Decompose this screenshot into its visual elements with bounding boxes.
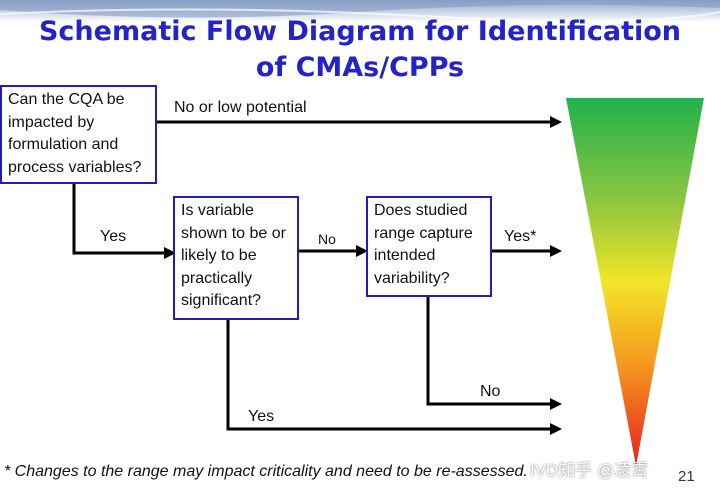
box-practical-significance-question: Is variable shown to be or likely to be … <box>173 196 299 320</box>
arrowhead <box>550 398 562 410</box>
arrowhead <box>550 116 562 128</box>
page-number: 21 <box>678 468 695 485</box>
header-wave-decoration <box>0 0 720 23</box>
label-yes-star: Yes* <box>504 228 537 245</box>
arrowhead <box>164 247 176 259</box>
label-range-no: No <box>480 383 501 400</box>
box-cqa-impact-question: Can the CQA be impacted by formulation a… <box>0 85 157 184</box>
page-title: Schematic Flow Diagram for Identificatio… <box>38 16 682 83</box>
label-significance-yes: Yes <box>248 408 275 425</box>
arrowhead <box>550 423 562 435</box>
watermark: IVD知乎 @凌霄 <box>530 461 649 480</box>
arrow-range-no <box>426 296 552 406</box>
arrow-yes-to-significance <box>72 182 166 255</box>
box-range-variability-question: Does studied range capture intended vari… <box>366 196 492 297</box>
label-no: No <box>318 231 336 247</box>
arrowhead <box>550 245 562 257</box>
footnote: * Changes to the range may impact critic… <box>4 463 528 480</box>
risk-triangle <box>566 98 704 466</box>
label-yes: Yes <box>100 228 127 245</box>
arrowhead <box>356 245 368 257</box>
label-no-or-low-potential: No or low potential <box>174 99 307 116</box>
arrow-significance-yes <box>226 318 552 431</box>
